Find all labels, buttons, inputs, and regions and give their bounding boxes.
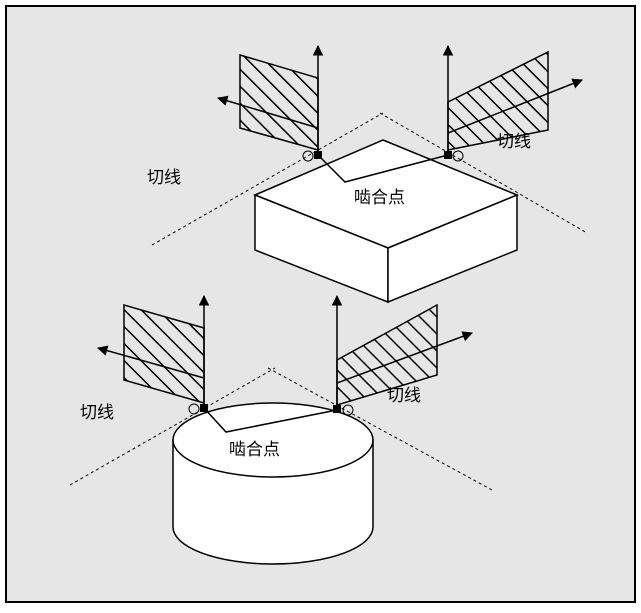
cylinder-top [172,402,374,478]
tangent-label: 切线 [80,403,114,423]
tangent-arrow-left [96,345,205,379]
tangent-label: 切线 [147,168,181,188]
tangent-line-left [151,112,384,246]
contact-point-marker [333,405,341,413]
tangent-line-right [379,112,588,234]
tangent-arrow-left [216,95,319,129]
tangent-arrow-right [336,331,473,384]
angle-mark-left [188,403,200,415]
tangent-label: 切线 [497,132,531,152]
tangent-line-right [267,367,493,491]
contact-polyline [203,407,338,433]
angle-mark-right [342,404,354,416]
block-right-face [387,193,518,304]
tangent-label: 切线 [387,386,421,406]
cylinder-figure: 切线 切线 啮合点 [69,294,493,565]
contact-point-label: 啮合点 [354,188,405,208]
contact-point-label: 啮合点 [229,440,280,460]
angle-mark-left [302,150,314,162]
contact-point-marker [314,151,322,159]
contact-polyline [317,154,449,183]
square-block-figure: 切线 切线 啮合点 [147,44,588,304]
angle-mark-right [452,150,464,162]
contact-point-marker [200,404,208,412]
tangent-arrow-right [447,78,583,134]
contact-point-marker [444,151,452,159]
